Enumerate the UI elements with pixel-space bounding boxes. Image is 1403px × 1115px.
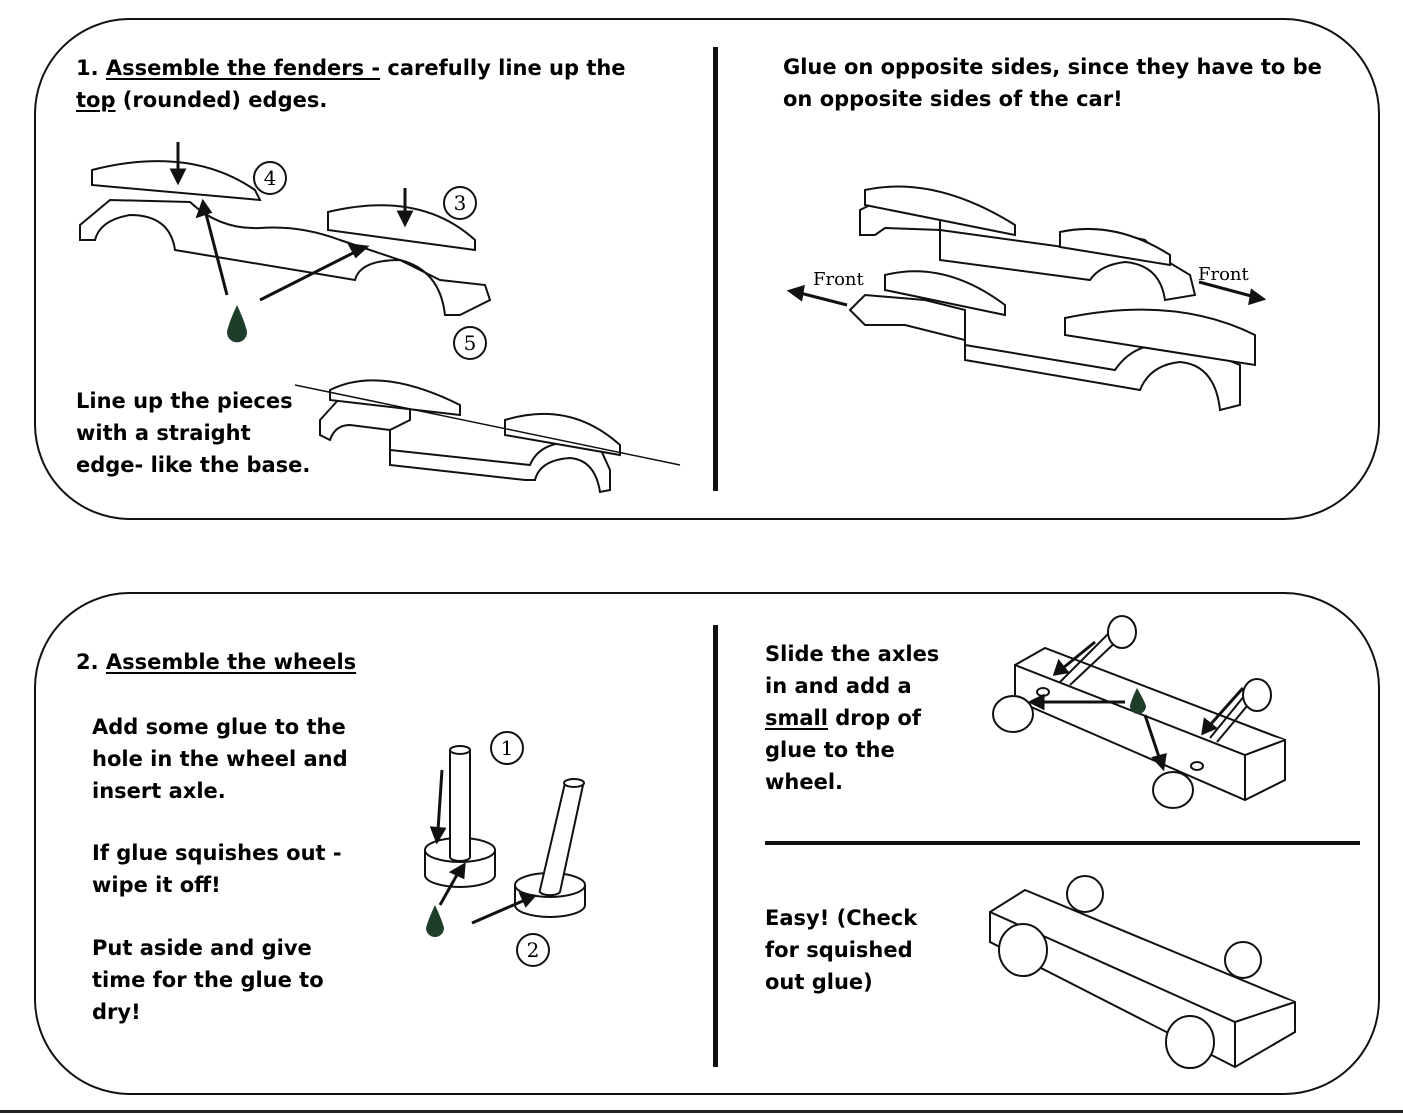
axle-block-drawing — [992, 615, 1286, 809]
step1-title-rest2: (rounded) edges. — [115, 88, 328, 112]
step1-title-rest: carefully line up the — [380, 56, 626, 80]
easy-text: Easy! (Check for squished out glue) — [765, 902, 917, 998]
lineup-line2: with a straight — [76, 421, 251, 445]
lineup-line1: Line up the pieces — [76, 389, 293, 413]
step2-number: 2. — [76, 650, 99, 674]
glue-drop-icon-3 — [1130, 688, 1146, 714]
instr3-line3: dry! — [92, 1000, 141, 1024]
glue-opposite-line2: on opposite sides of the car! — [783, 87, 1123, 111]
instr2-line1: If glue squishes out - — [92, 841, 342, 865]
axle-line1: Slide the axles — [765, 642, 940, 666]
callout-2: 2 — [527, 938, 540, 962]
glue-opposite-text: Glue on opposite sides, since they have … — [783, 51, 1322, 115]
wheel-axle-drawing: 1 2 — [424, 731, 586, 967]
step2-divider — [713, 625, 718, 1067]
fender-assembly-drawing: 4 3 5 — [79, 142, 492, 360]
instr1-line2: hole in the wheel and — [92, 747, 348, 771]
step1-number: 1. — [76, 56, 99, 80]
axle-small: small — [765, 706, 828, 730]
step1-title-top: top — [76, 88, 116, 112]
bottom-border — [0, 1110, 1403, 1113]
step1-title: Assemble the fenders - — [105, 56, 381, 80]
instr1-line3: insert axle. — [92, 779, 226, 803]
easy-line1: Easy! (Check — [765, 906, 918, 930]
easy-line3: out glue) — [765, 970, 873, 994]
glue-drop-icon-2 — [426, 905, 444, 937]
axle-line4: glue to the — [765, 738, 895, 762]
opposite-sides-drawing: Front Front — [786, 185, 1267, 412]
instr2-line2: wipe it off! — [92, 873, 221, 897]
finished-car-drawing — [989, 875, 1296, 1069]
front-label-right: Front — [1198, 264, 1250, 285]
straight-edge-drawing — [294, 379, 681, 494]
axle-line5: wheel. — [765, 770, 844, 794]
lineup-text: Line up the pieces with a straight edge-… — [76, 385, 310, 481]
wheel-instructions-1: Add some glue to the hole in the wheel a… — [92, 711, 348, 807]
glue-opposite-line1: Glue on opposite sides, since they have … — [783, 55, 1322, 79]
wheel-instructions-3: Put aside and give time for the glue to … — [92, 932, 324, 1028]
front-label-left: Front — [813, 269, 865, 290]
step2-heading: 2. Assemble the wheels — [76, 646, 356, 678]
instr1-line1: Add some glue to the — [92, 715, 346, 739]
step1-heading: 1. Assemble the fenders - carefully line… — [76, 52, 626, 116]
easy-line2: for squished — [765, 938, 913, 962]
step2-hdivider — [765, 841, 1360, 845]
instr3-line1: Put aside and give — [92, 936, 312, 960]
axle-text: Slide the axles in and add a small drop … — [765, 638, 939, 798]
step1-divider — [713, 47, 718, 491]
axle-line2: in and add a — [765, 674, 912, 698]
step2-title: Assemble the wheels — [105, 650, 357, 674]
axle-line3: drop of — [827, 706, 921, 730]
callout-1: 1 — [501, 736, 514, 760]
callout-5: 5 — [464, 331, 477, 355]
callout-4: 4 — [264, 166, 277, 190]
callout-3: 3 — [454, 191, 467, 215]
wheel-instructions-2: If glue squishes out - wipe it off! — [92, 837, 342, 901]
instr3-line2: time for the glue to — [92, 968, 324, 992]
glue-drop-icon — [227, 305, 248, 343]
lineup-line3: edge- like the base. — [76, 453, 311, 477]
